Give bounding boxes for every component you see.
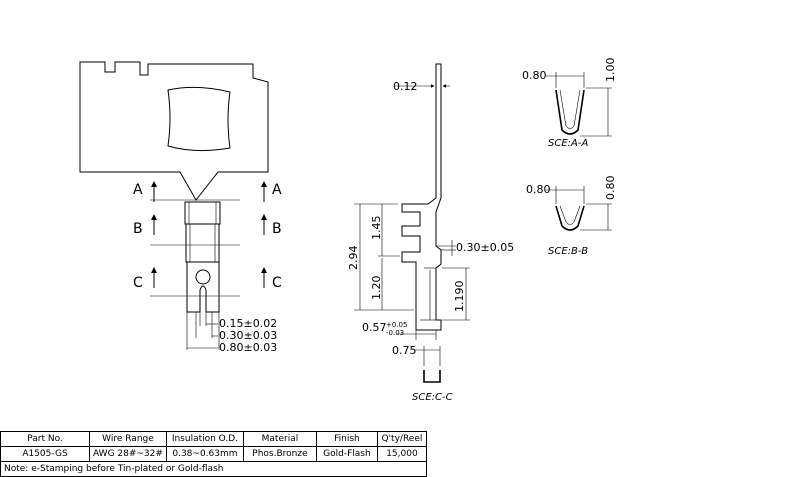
front-view: A B C A B C 0.15±0.02 0.30±0.03 0.80±0.0… <box>79 61 282 354</box>
cut-label-c-left: C <box>133 275 143 291</box>
width-base-dim: 0.57 <box>362 321 387 334</box>
front-dimensions: 0.15±0.02 0.30±0.03 0.80±0.03 <box>186 312 277 354</box>
body-width-dim: 0.80±0.03 <box>219 341 277 354</box>
width-tol-lower: -0.03 <box>386 329 404 337</box>
carrier-outline <box>79 61 269 201</box>
cut-label-b-right: B <box>272 221 282 237</box>
overall-height-dim: 2.94 <box>347 246 360 271</box>
cell-qty: 15,000 <box>376 446 427 462</box>
cell-insulation: 0.38~0.63mm <box>165 446 244 462</box>
section-a-title: SCE:A-A <box>548 138 588 149</box>
tip-width-dim: 0.30±0.03 <box>219 329 277 342</box>
side-dimensions: 0.12 2.94 1.45 1.20 1.190 0.30±0.05 <box>347 80 514 340</box>
section-c-c: 0.75 SCE:C-C <box>392 344 453 403</box>
spec-table: Part No. Wire Range Insulation O.D. Mate… <box>0 431 427 477</box>
section-b-height: 0.80 <box>604 176 617 201</box>
header-finish: Finish <box>315 431 378 447</box>
cut-label-a-left: A <box>133 182 143 198</box>
contact-body <box>185 223 220 263</box>
cut-label-b-left: B <box>133 221 143 237</box>
table-row: A1505-GS AWG 28#~32# 0.38~0.63mm Phos.Br… <box>0 446 427 462</box>
header-part-no: Part No. <box>0 431 90 447</box>
width-tol-upper: +0.05 <box>386 321 407 329</box>
section-c-width: 0.75 <box>392 344 417 357</box>
side-view: 0.12 2.94 1.45 1.20 1.190 0.30±0.05 <box>347 63 514 340</box>
cut-markers: A B C A B C <box>133 181 282 291</box>
section-b-width: 0.80 <box>526 183 551 196</box>
section-a-height: 1.00 <box>604 58 617 83</box>
cut-label-c-right: C <box>272 275 282 291</box>
header-qty: Q'ty/Reel <box>376 431 427 447</box>
section-c-title: SCE:C-C <box>412 392 453 403</box>
header-wire-range: Wire Range <box>89 431 167 447</box>
cell-wire-range: AWG 28#~32# <box>89 446 167 462</box>
header-material: Material <box>242 431 317 447</box>
thickness-dim: 0.12 <box>393 80 418 93</box>
section-a-a: 0.80 1.00 SCE:A-A <box>522 58 617 150</box>
right-height-dim: 1.190 <box>453 281 466 313</box>
upper-height-dim: 1.45 <box>370 216 383 241</box>
cell-material: Phos.Bronze <box>242 446 317 462</box>
contact-barrel <box>184 201 221 225</box>
table-note: Note: e-Stamping before Tin-plated or Go… <box>0 461 427 477</box>
lower-height-dim: 1.20 <box>370 276 383 301</box>
header-insulation: Insulation O.D. <box>165 431 244 447</box>
section-b-title: SCE:B-B <box>548 246 588 257</box>
table-note-row: Note: e-Stamping before Tin-plated or Go… <box>0 461 427 477</box>
gap-dim: 0.30±0.05 <box>456 241 514 254</box>
cell-part-no: A1505-GS <box>0 446 90 462</box>
table-header-row: Part No. Wire Range Insulation O.D. Mate… <box>0 431 427 447</box>
section-a-width: 0.80 <box>522 69 547 82</box>
contact-tip <box>186 262 220 313</box>
cell-finish: Gold-Flash <box>315 446 378 462</box>
cut-label-a-right: A <box>272 182 282 198</box>
pilot-window <box>167 86 231 152</box>
side-profile <box>401 63 442 331</box>
tip-slot-dim: 0.15±0.02 <box>219 317 277 330</box>
section-b-b: 0.80 0.80 SCE:B-B <box>526 176 617 258</box>
